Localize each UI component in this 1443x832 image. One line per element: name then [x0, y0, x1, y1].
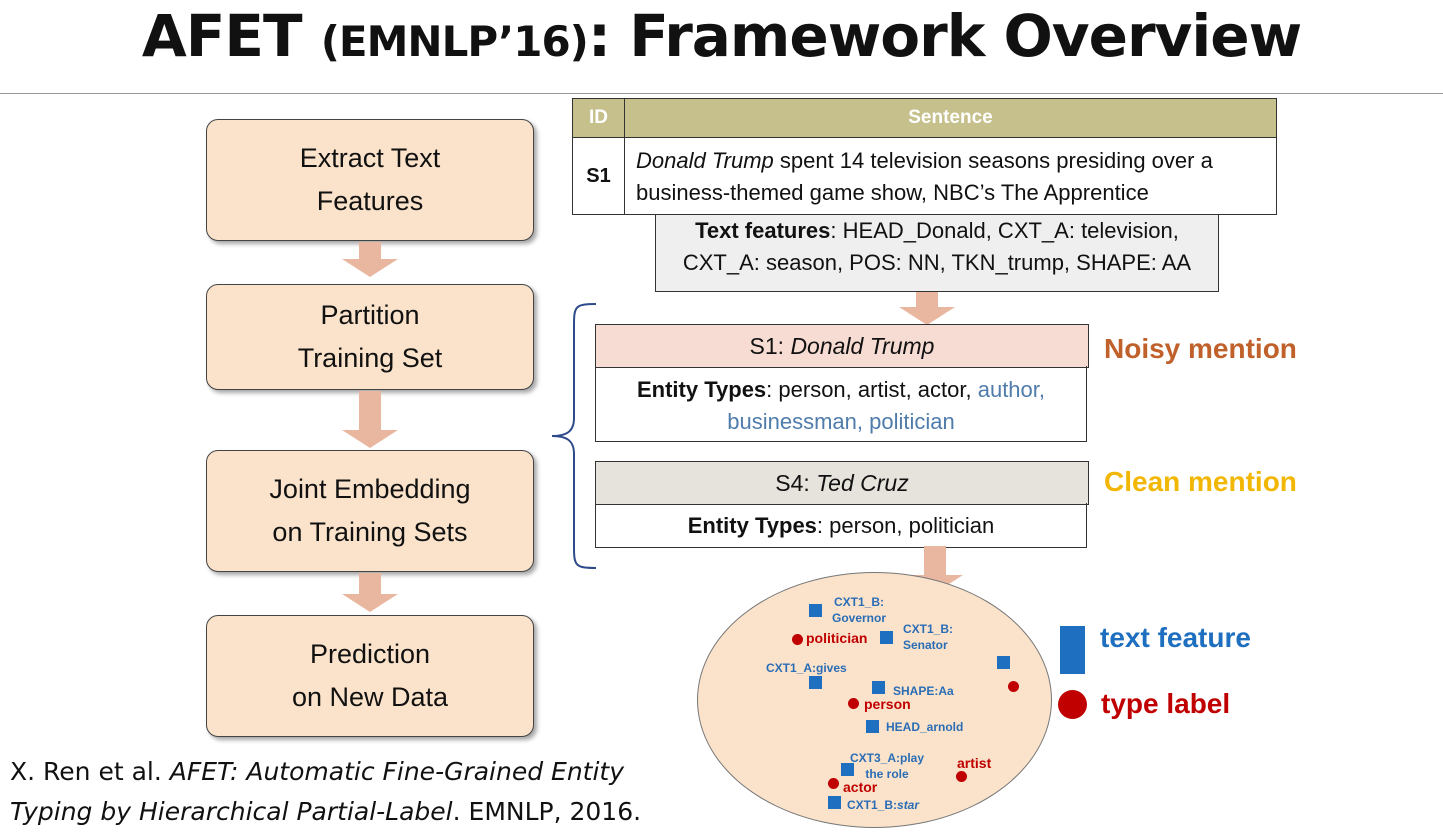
text-features-label: Text features — [695, 218, 831, 243]
noisy-mention-tag: Noisy mention — [1104, 333, 1297, 364]
flow-arrow-shaft — [924, 546, 946, 576]
step-extract-features: Extract Text Features — [206, 119, 534, 241]
row-entity: Donald Trump — [636, 148, 774, 173]
clean-mention-entity: Ted Cruz — [816, 469, 909, 496]
clean-mention-tag: Clean mention — [1104, 466, 1297, 497]
text-feature-marker — [809, 676, 822, 689]
text-features-box: Text features: HEAD_Donald, CXT_A: telev… — [655, 214, 1219, 292]
flow-arrow-shaft — [359, 573, 381, 595]
flow-arrow-head — [899, 307, 955, 325]
flow-arrow-head — [342, 430, 398, 448]
feature-governor: CXT1_B:Governor — [832, 595, 887, 625]
label-person: person — [864, 696, 911, 712]
feature-senator: CXT1_B:Senator — [903, 622, 954, 652]
text-feature-marker — [841, 763, 854, 776]
clean-mention-header: S4: Ted Cruz — [595, 461, 1089, 505]
label-actor: actor — [843, 779, 878, 795]
flow-arrow-shaft — [359, 391, 381, 431]
id-header: ID — [573, 99, 625, 137]
noisy-extra-types: author, — [977, 377, 1045, 402]
label-politician: politician — [806, 630, 868, 646]
table-header-row: ID Sentence — [573, 99, 1276, 138]
title-venue: (EMNLP’16) — [320, 17, 589, 66]
text-feature-marker — [872, 681, 885, 694]
flow-arrow-head — [342, 594, 398, 612]
feature-star: CXT1_B:star — [847, 798, 920, 812]
citation-authors: X. Ren et al. — [10, 757, 170, 786]
flow-arrow-shaft — [359, 242, 381, 260]
legend-feature-label: text feature — [1100, 622, 1251, 653]
feature-head: HEAD_arnold — [886, 720, 964, 734]
clean-mention-id: S4: — [775, 469, 810, 496]
feature-gives: CXT1_A:gives — [766, 661, 847, 675]
citation-title-2: Typing by Hierarchical Partial-Label — [10, 797, 453, 826]
clean-mention-types: Entity Types: person, politician — [595, 503, 1087, 548]
type-label-marker — [1008, 681, 1019, 692]
text-feature-marker — [880, 631, 893, 644]
clean-types: : person, politician — [816, 513, 995, 538]
text-feature-marker — [828, 796, 841, 809]
text-feature-marker — [866, 720, 879, 733]
legend-label-text: type label — [1101, 688, 1231, 719]
type-label-marker — [956, 771, 967, 782]
label-artist: artist — [957, 755, 992, 771]
noisy-mention-id: S1: — [749, 332, 785, 359]
noisy-mention-header: S1: Donald Trump — [595, 324, 1089, 368]
noisy-clean-types: : person, artist, actor, — [766, 377, 978, 402]
title-divider — [0, 93, 1443, 94]
step-prediction: Prediction on New Data — [206, 615, 534, 737]
title-rest: : Framework Overview — [587, 2, 1302, 70]
noisy-mention-types: Entity Types: person, artist, actor, aut… — [595, 366, 1087, 442]
citation: X. Ren et al. AFET: Automatic Fine-Grain… — [10, 752, 641, 832]
row-sentence-text: spent 14 television seasons presiding ov… — [636, 148, 1213, 205]
citation-title-1: AFET: Automatic Fine-Grained Entity — [169, 757, 625, 786]
type-label-marker — [828, 778, 839, 789]
page-title: AFET (EMNLP’16): Framework Overview — [0, 2, 1443, 70]
row-id: S1 — [573, 138, 625, 214]
types-label: Entity Types — [636, 377, 767, 402]
citation-venue: . EMNLP, 2016. — [452, 797, 642, 826]
type-label-marker — [792, 634, 803, 645]
row-sentence: Donald Trump spent 14 television seasons… — [636, 145, 1266, 209]
brace — [551, 303, 597, 569]
feature-shape: SHAPE:Aa — [893, 684, 954, 698]
text-feature-marker — [809, 604, 822, 617]
text-features-value: : HEAD_Donald, CXT_A: television, CXT_A:… — [682, 218, 1192, 275]
legend-label-icon — [1058, 690, 1087, 719]
noisy-mention-entity: Donald Trump — [790, 332, 935, 359]
noisy-extra-types-2: businessman, politician — [727, 409, 955, 434]
sentence-table: ID Sentence S1 Donald Trump spent 14 tel… — [572, 98, 1277, 215]
type-label-marker — [848, 698, 859, 709]
embedding-space — [697, 572, 1052, 828]
legend-feature-icon — [1060, 626, 1085, 674]
text-feature-marker — [997, 656, 1010, 669]
step-joint-embedding: Joint Embedding on Training Sets — [206, 450, 534, 572]
title-main: AFET — [141, 2, 303, 70]
sentence-header: Sentence — [908, 107, 993, 128]
step-partition-training-set: Partition Training Set — [206, 284, 534, 390]
flow-arrow-head — [342, 259, 398, 277]
types-label: Entity Types — [687, 513, 817, 538]
flow-arrow-shaft — [916, 292, 938, 308]
